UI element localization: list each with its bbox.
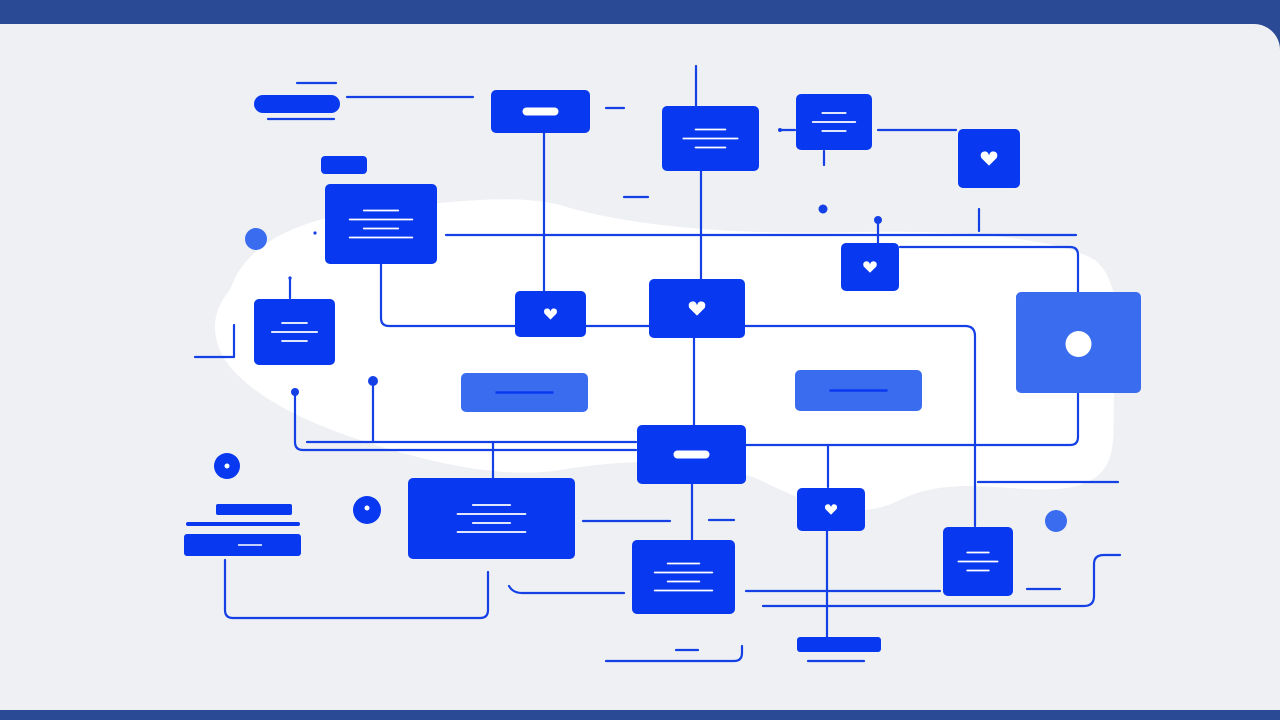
bar-glyph bbox=[522, 107, 559, 116]
text-lines-icon bbox=[653, 562, 714, 592]
node-bottom-right-card[interactable] bbox=[943, 527, 1013, 596]
connector-dot bbox=[313, 231, 317, 235]
loose-circle bbox=[1045, 510, 1067, 532]
node-box bbox=[408, 478, 575, 559]
connector-line bbox=[761, 553, 1122, 608]
node-top-right-card[interactable] bbox=[796, 94, 872, 150]
loose-circle-core bbox=[224, 463, 230, 469]
connector-dot bbox=[874, 216, 882, 224]
loose-shapes bbox=[184, 95, 1067, 652]
text-lines-icon bbox=[348, 209, 414, 239]
text-lines-icon bbox=[811, 112, 857, 132]
top-frame-band bbox=[0, 0, 1280, 24]
node-bottom-left-wide-card[interactable] bbox=[408, 478, 575, 559]
connector-line bbox=[223, 558, 490, 620]
diagram-nodes bbox=[254, 90, 1141, 614]
connector-dots bbox=[288, 128, 882, 396]
connector-dot bbox=[288, 276, 292, 280]
connector-dot bbox=[818, 204, 828, 214]
node-center-heart[interactable] bbox=[649, 279, 745, 338]
text-lines-icon bbox=[270, 322, 319, 342]
connector-line bbox=[741, 324, 977, 528]
text-lines-icon bbox=[957, 551, 999, 572]
node-box bbox=[632, 540, 735, 614]
node-small-heart-center[interactable] bbox=[841, 243, 899, 291]
node-top-right-heart[interactable] bbox=[958, 129, 1020, 188]
node-center-lower-card[interactable] bbox=[637, 425, 746, 484]
connector-line bbox=[507, 584, 626, 595]
node-left-card[interactable] bbox=[325, 184, 437, 264]
heart-icon bbox=[824, 504, 838, 515]
connector-line bbox=[379, 262, 520, 328]
heart-icon bbox=[688, 301, 706, 316]
node-right-heart[interactable] bbox=[515, 291, 586, 337]
node-box bbox=[325, 184, 437, 264]
connector-line bbox=[604, 644, 744, 663]
node-mid-right-pill[interactable] bbox=[795, 370, 922, 411]
text-lines-icon bbox=[456, 504, 527, 533]
bar-glyph bbox=[673, 450, 710, 459]
loose-pill bbox=[216, 504, 292, 515]
heart-icon bbox=[863, 261, 877, 273]
bottom-frame-band bbox=[0, 710, 1280, 720]
node-big-right-square[interactable] bbox=[1016, 292, 1141, 393]
loose-circle bbox=[245, 228, 267, 250]
loose-pill bbox=[797, 637, 881, 652]
connector-lines bbox=[193, 64, 1122, 663]
heart-icon bbox=[980, 151, 998, 166]
loose-circle-core bbox=[364, 505, 370, 511]
connector-line bbox=[293, 391, 638, 452]
connector-line bbox=[193, 323, 236, 359]
text-lines-icon bbox=[682, 128, 739, 149]
loose-pill bbox=[254, 95, 340, 113]
connector-dot bbox=[291, 388, 299, 396]
node-bottom-center-card[interactable] bbox=[632, 540, 735, 614]
connector-dot bbox=[368, 376, 378, 386]
connector-dot bbox=[778, 128, 782, 132]
loose-bar bbox=[186, 522, 300, 526]
loose-pill bbox=[321, 156, 367, 174]
heart-icon bbox=[544, 308, 557, 320]
circle-icon bbox=[1065, 331, 1092, 357]
connector-line bbox=[898, 245, 1080, 294]
node-mid-left-pill[interactable] bbox=[461, 373, 588, 412]
node-left-lower-card[interactable] bbox=[254, 299, 335, 365]
node-bottom-heart[interactable] bbox=[797, 488, 865, 531]
node-top-center-pill[interactable] bbox=[491, 90, 590, 133]
node-top-center-card[interactable] bbox=[662, 106, 759, 171]
connector-line bbox=[744, 391, 1080, 447]
